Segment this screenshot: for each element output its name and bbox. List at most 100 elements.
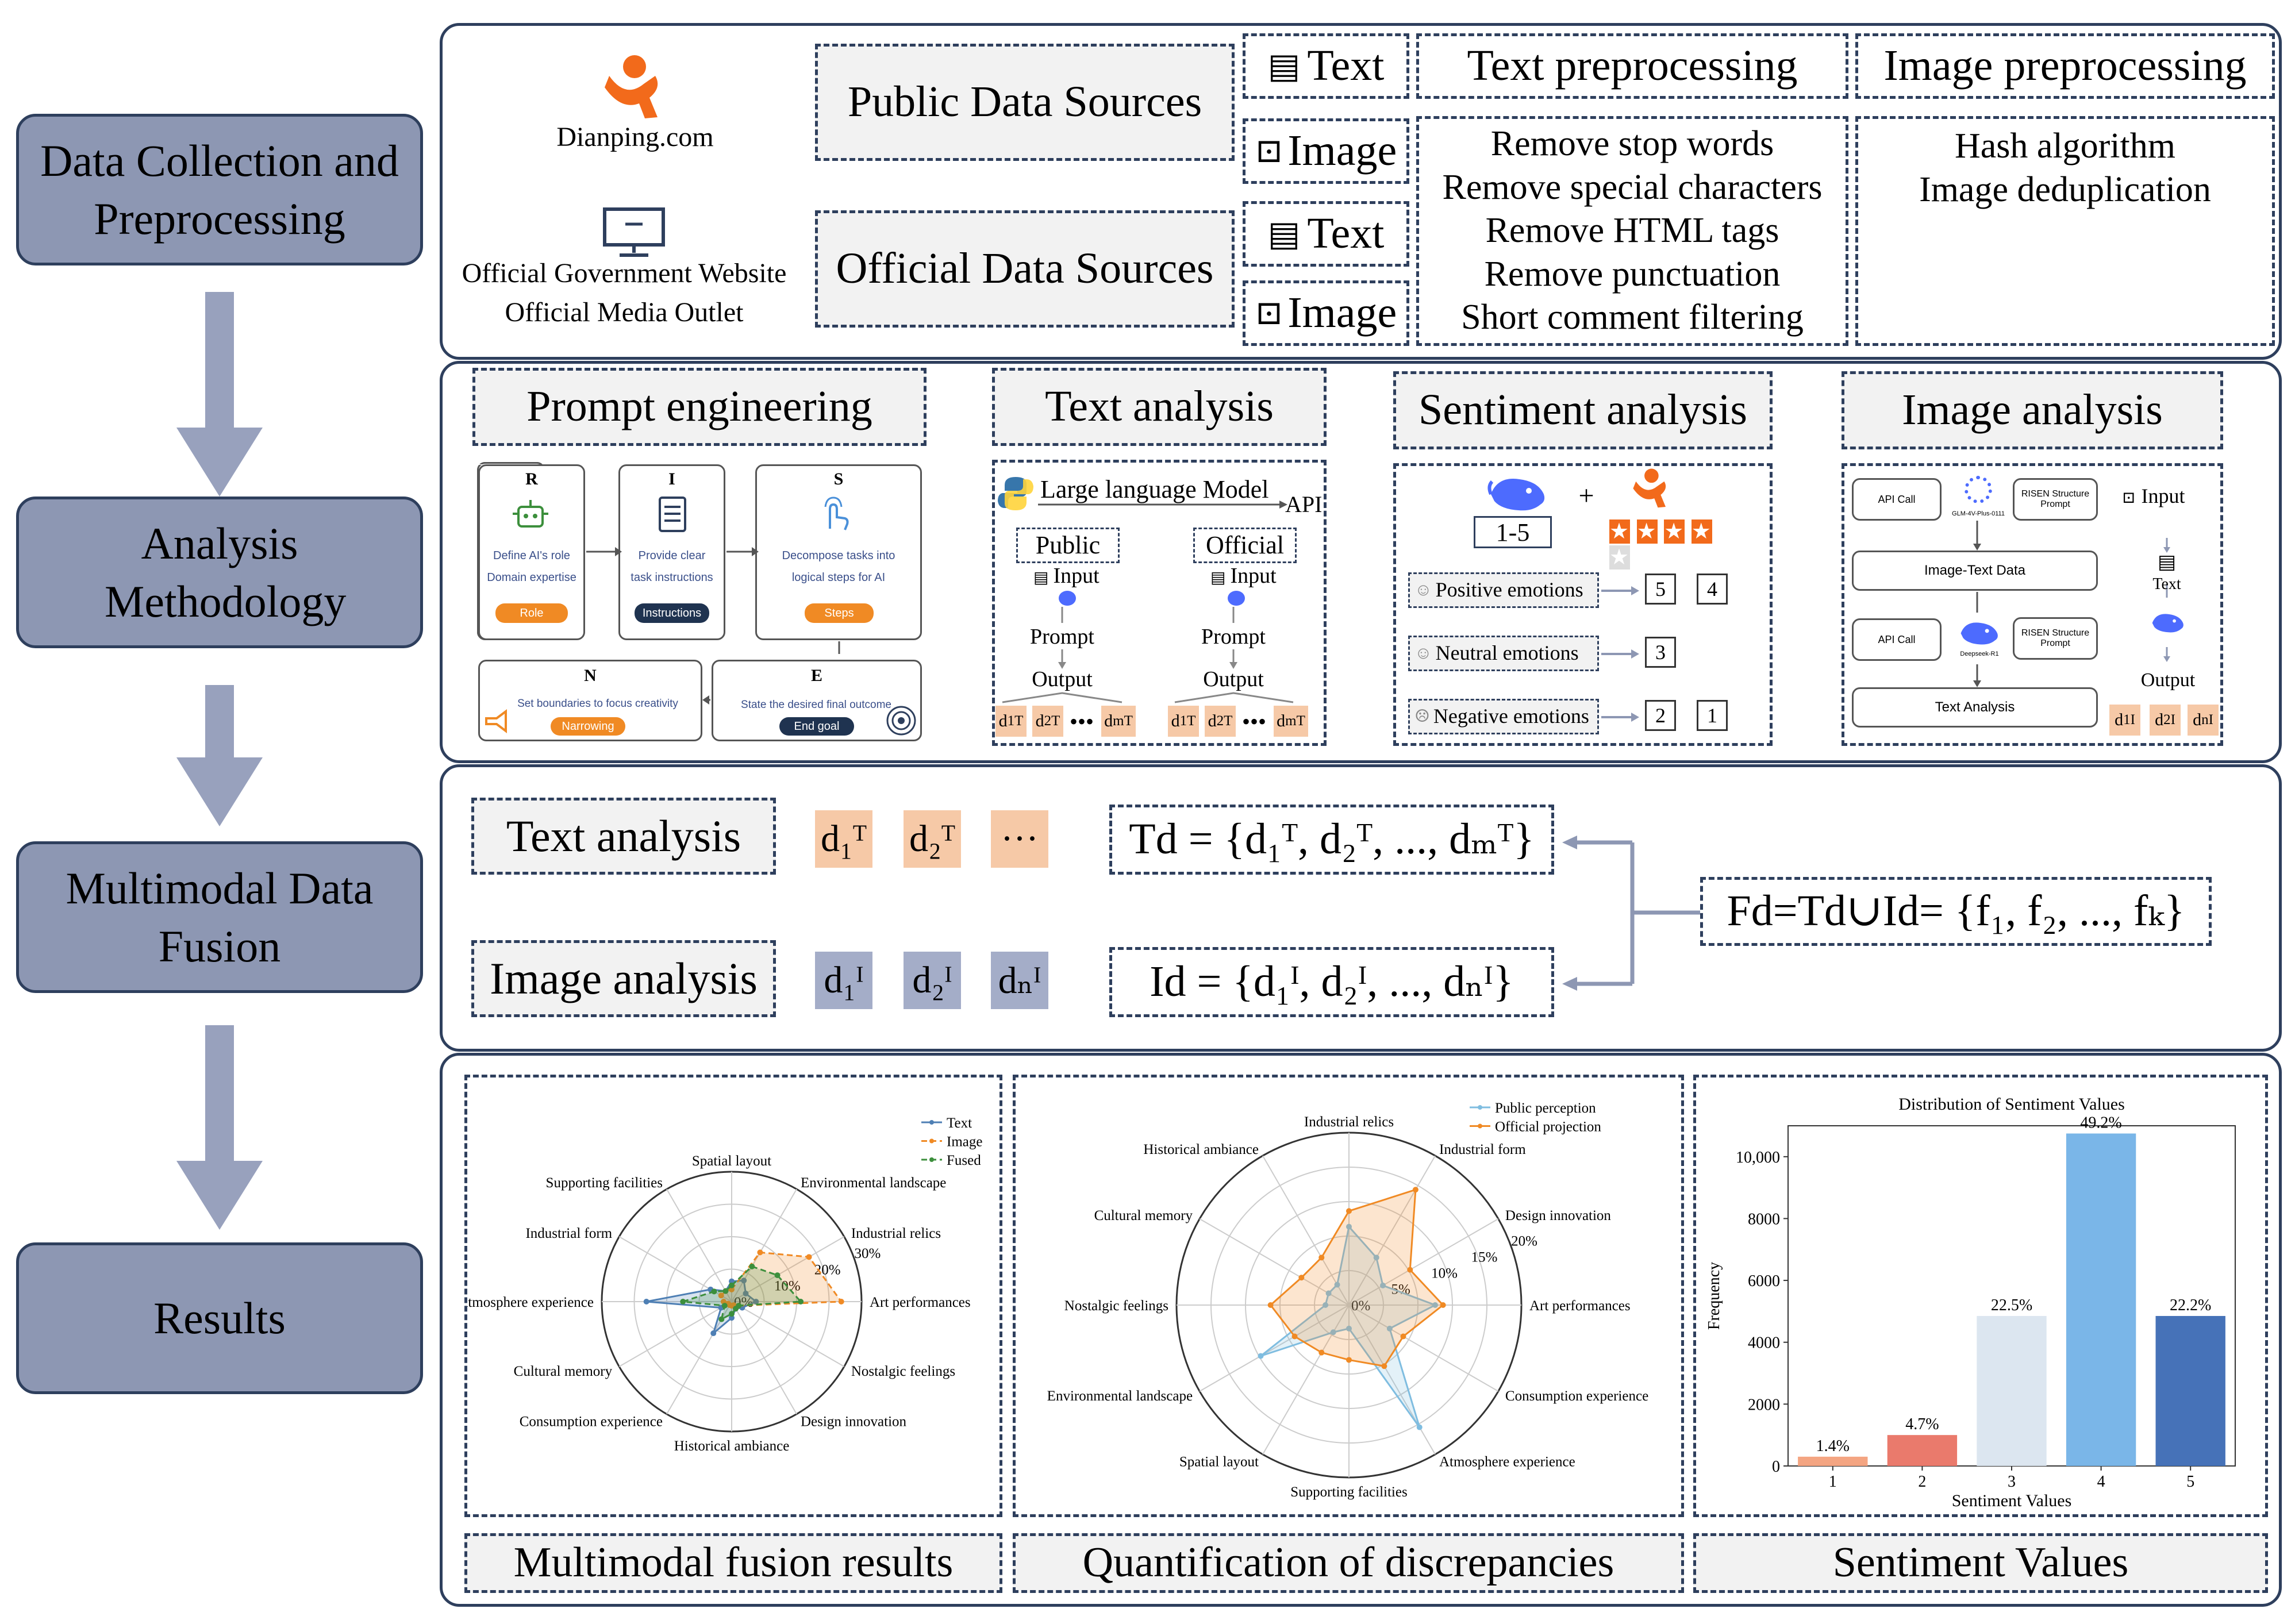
risen-letter: I — [668, 470, 675, 488]
box-label: Prompt engineering — [526, 382, 872, 431]
legend-marker — [1478, 1123, 1482, 1129]
radar-axis-label: Nostalgic feelings — [851, 1364, 955, 1379]
risen-desc: Provide clear — [638, 549, 706, 562]
box-label: Public — [1035, 530, 1101, 559]
smile-icon: ☺ — [1414, 580, 1432, 599]
radar-point — [749, 1263, 755, 1269]
deepseek-whale-icon — [1487, 479, 1545, 511]
radar-point — [721, 1303, 728, 1309]
stage-label: Results — [153, 1293, 286, 1344]
dianping-logo-icon — [605, 55, 658, 118]
python-icon — [998, 477, 1033, 510]
x-tick-label: 4 — [2097, 1473, 2105, 1491]
risen-letter: N — [584, 666, 597, 685]
flow-label: Input — [1230, 564, 1277, 588]
image-step: Image deduplication — [1919, 170, 2211, 209]
risen-pill: Narrowing — [551, 717, 625, 736]
megaphone-icon — [485, 709, 507, 733]
sentiment-value: 5 — [1645, 574, 1676, 605]
radar-axis-label: Supporting facilities — [1290, 1484, 1407, 1500]
radar-tick-label: 10% — [1431, 1266, 1458, 1282]
radar-point — [1407, 1267, 1413, 1273]
radar-tick-label: 0% — [1351, 1298, 1370, 1314]
glm-label: GLM-4V-Plus-0111 — [1952, 510, 2005, 517]
formula: Td = {d₁ᵀ, d₂ᵀ, ..., dₘᵀ} — [1129, 815, 1535, 864]
radar-point — [729, 1315, 735, 1321]
flow-label: Input — [2141, 484, 2185, 507]
public-sources-box: Public Data Sources — [815, 44, 1235, 161]
fusion-token: dₙᴵ — [991, 952, 1048, 1009]
deepseek-icon — [1228, 591, 1245, 606]
radar-axis-label: Atmosphere experience — [1439, 1454, 1575, 1470]
radar-point — [1330, 1329, 1336, 1336]
radar-axis-label: Atmosphere experience — [467, 1295, 594, 1310]
down-arrow-icon — [176, 292, 263, 497]
radar-point — [1298, 1275, 1305, 1281]
radar-point — [1334, 1282, 1340, 1288]
checklist-icon — [659, 497, 686, 532]
bar-value-label: 1.4% — [1816, 1437, 1850, 1455]
stack-icon: ▤ — [2157, 552, 2177, 573]
fd-set: Fd=Td∪Id= {f₁, f₂, ..., fₖ} — [1700, 877, 2212, 946]
y-axis-label: Frequency — [1705, 1262, 1723, 1330]
bar — [1798, 1456, 1868, 1466]
bar-value-label: 22.5% — [1991, 1296, 2032, 1314]
radar-point — [1440, 1302, 1446, 1308]
text-preprocessing-title: Text preprocessing — [1416, 33, 1848, 99]
caption-text: Multimodal fusion results — [513, 1539, 954, 1587]
risen-pill: Instructions — [635, 603, 709, 623]
radar-axis-label: Cultural memory — [1094, 1208, 1193, 1223]
stage-label: Data Collection and Preprocessing — [40, 135, 399, 244]
image-source-box: ⊡Image — [1243, 280, 1409, 346]
radar-tick-label: 15% — [1471, 1249, 1498, 1265]
ellipsis: ••• — [1069, 708, 1094, 734]
box-label: Text analysis — [1045, 382, 1274, 431]
input-label: ▤Input — [1210, 563, 1302, 588]
risen-pill: Steps — [805, 603, 874, 623]
official-box: Official — [1193, 528, 1297, 563]
prompt-label: Prompt — [1201, 625, 1266, 649]
ellipsis: ••• — [1241, 708, 1266, 734]
radar-tick-label: 30% — [855, 1246, 881, 1261]
formula: Fd=Td∪Id= {f₁, f₂, ..., fₖ} — [1727, 887, 2185, 936]
radar-point — [1318, 1349, 1325, 1356]
radar-spoke — [1199, 1218, 1350, 1306]
radar-point — [1386, 1325, 1393, 1331]
radar-point — [1291, 1333, 1298, 1340]
touch-icon — [824, 497, 849, 530]
radar-point — [711, 1288, 717, 1295]
radar-axis-label: Industrial form — [1439, 1142, 1526, 1157]
radar-axis-label: Art performances — [1529, 1298, 1631, 1314]
bar-value-label: 4.7% — [1905, 1415, 1939, 1433]
deepseek-icon — [1059, 591, 1076, 606]
output-label: Output — [1203, 667, 1264, 691]
radar-point — [680, 1299, 686, 1304]
prompt-engineering-title: Prompt engineering — [472, 368, 927, 446]
legend-label: Public perception — [1495, 1100, 1596, 1116]
x-axis-label: Sentiment Values — [1952, 1491, 2072, 1510]
stage-analysis-methodology: Analysis Methodology — [16, 497, 423, 648]
radar-point — [1318, 1254, 1325, 1261]
gov-website-label: Official Government Website — [462, 257, 787, 288]
formula: Id = {d₁ᴵ, d₂ᴵ, ..., dₙᴵ} — [1150, 957, 1514, 1006]
radar-axis-label: Art performances — [870, 1295, 971, 1310]
box-line: Prompt — [2040, 499, 2070, 509]
radar-point — [729, 1286, 735, 1292]
radar-axis-label: Industrial relics — [851, 1226, 941, 1241]
legend-label: Image — [947, 1134, 982, 1149]
chart-title: Distribution of Sentiment Values — [1898, 1095, 2125, 1114]
radar-point — [757, 1249, 763, 1256]
document-icon: ▤ — [1033, 569, 1049, 587]
output-label: Output — [2140, 669, 2196, 691]
image-source-box: ⊡Image — [1243, 118, 1409, 184]
stage-multimodal-fusion: Multimodal Data Fusion — [16, 841, 423, 993]
radar-spoke — [731, 1236, 845, 1302]
radar-axis-label: Design innovation — [1505, 1208, 1612, 1223]
risen-desc: logical steps for AI — [791, 571, 886, 584]
